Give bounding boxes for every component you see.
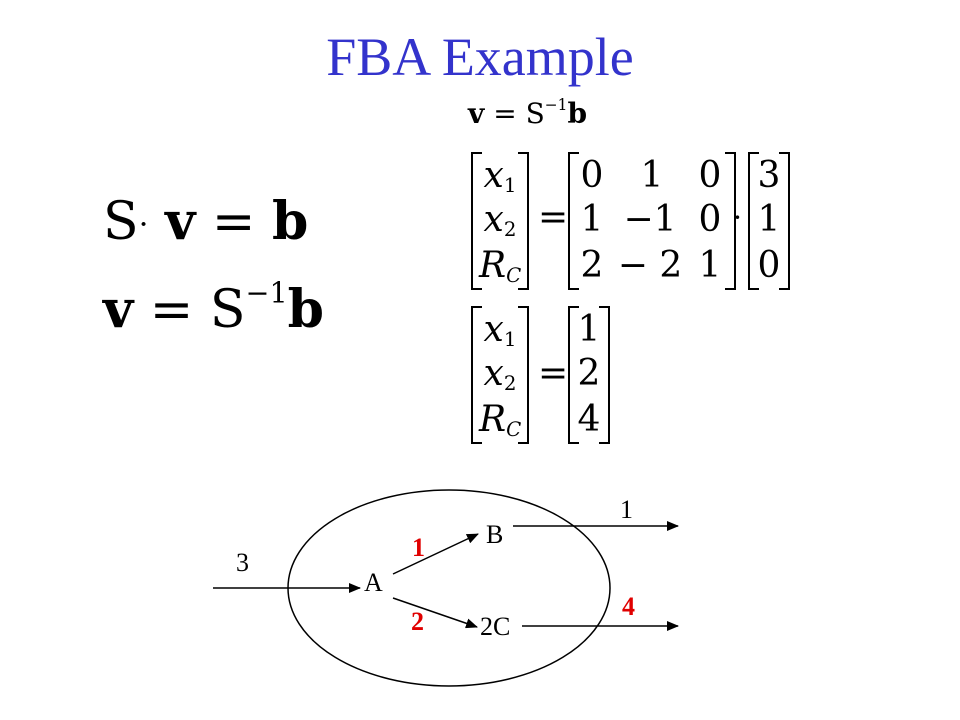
node-a: A bbox=[364, 568, 383, 597]
node-b: B bbox=[486, 520, 504, 549]
eq1-b: b bbox=[271, 191, 309, 252]
flux-in-label: 3 bbox=[236, 548, 249, 577]
eq2-b: b bbox=[287, 279, 324, 340]
vector-cell: 2 bbox=[577, 353, 601, 394]
vector-cell: 4 bbox=[577, 399, 601, 440]
matrix-cell: 1 bbox=[580, 199, 604, 240]
node-2c: 2C bbox=[480, 612, 511, 641]
bracket-left bbox=[471, 152, 482, 290]
flux-a-c-label: 2 bbox=[411, 607, 424, 636]
eq2-inverse: −1 bbox=[245, 275, 288, 310]
dot-operator: · bbox=[733, 201, 742, 234]
eq2-v: v bbox=[103, 279, 134, 340]
matrix-cell: 2 bbox=[580, 245, 604, 286]
matrix-cell: −1 bbox=[623, 199, 677, 240]
unknowns-vector-2: x1 x2 RC bbox=[471, 306, 529, 444]
bracket-right bbox=[599, 306, 610, 444]
matrix-cell: 0 bbox=[698, 155, 722, 196]
eq2-equals: = bbox=[149, 280, 194, 340]
bracket-right bbox=[779, 152, 790, 290]
result-vector: 1 2 4 bbox=[568, 306, 610, 444]
eq1-v: v bbox=[165, 191, 196, 252]
eq1-s: S bbox=[103, 192, 139, 252]
equals-sign-1: = bbox=[538, 197, 569, 238]
arrow-a-to-b bbox=[392, 533, 479, 575]
small-eq-b: b bbox=[567, 97, 588, 130]
bracket-left bbox=[471, 306, 482, 444]
unknowns-vector-1: x1 x2 RC bbox=[471, 152, 529, 290]
unknown-x1: x1 bbox=[483, 155, 517, 197]
bracket-left bbox=[568, 306, 579, 444]
matrix-cell: 1 bbox=[698, 245, 722, 286]
equation-s-v-b: S· v = b bbox=[103, 196, 308, 249]
b-vector: 3 1 0 bbox=[748, 152, 790, 290]
small-equation: v = S−1b bbox=[468, 97, 588, 130]
eq2-s: S bbox=[209, 280, 246, 340]
small-eq-lhs: v bbox=[468, 97, 485, 130]
equation-v-sinv-b: v = S−1b bbox=[103, 278, 324, 336]
vector-cell: 0 bbox=[757, 245, 781, 286]
flux-out-b-label: 1 bbox=[620, 495, 633, 524]
matrix-cell: 0 bbox=[580, 155, 604, 196]
vector-cell: 1 bbox=[757, 199, 781, 240]
small-eq-equals: = bbox=[493, 97, 517, 130]
small-eq-s: S bbox=[525, 97, 545, 130]
bracket-right bbox=[725, 152, 736, 290]
small-eq-inverse: −1 bbox=[544, 95, 568, 114]
matrix-cell: 0 bbox=[698, 199, 722, 240]
unknown-rc: RC bbox=[479, 245, 522, 287]
equals-sign-2: = bbox=[538, 353, 569, 394]
vector-cell: 1 bbox=[577, 309, 601, 350]
bracket-left bbox=[748, 152, 759, 290]
unknown-x2: x2 bbox=[483, 199, 517, 241]
unknown-x2: x2 bbox=[483, 353, 517, 395]
bracket-right bbox=[518, 306, 529, 444]
eq1-dot: · bbox=[138, 206, 149, 243]
flux-out-c-label: 4 bbox=[622, 592, 635, 621]
bracket-left bbox=[568, 152, 579, 290]
unknown-x1: x1 bbox=[483, 309, 517, 351]
slide-title: FBA Example bbox=[326, 27, 634, 87]
s-inverse-matrix: 0 1 0 1 −1 0 2 − 2 1 bbox=[568, 152, 736, 290]
arrow-a-to-c bbox=[392, 597, 478, 629]
bracket-right bbox=[518, 152, 529, 290]
vector-cell: 3 bbox=[757, 155, 781, 196]
matrix-cell: − 2 bbox=[617, 245, 683, 286]
unknown-rc: RC bbox=[479, 399, 522, 441]
matrix-cell: 1 bbox=[640, 155, 664, 196]
flux-a-b-label: 1 bbox=[412, 533, 425, 562]
eq1-equals: = bbox=[211, 192, 256, 252]
